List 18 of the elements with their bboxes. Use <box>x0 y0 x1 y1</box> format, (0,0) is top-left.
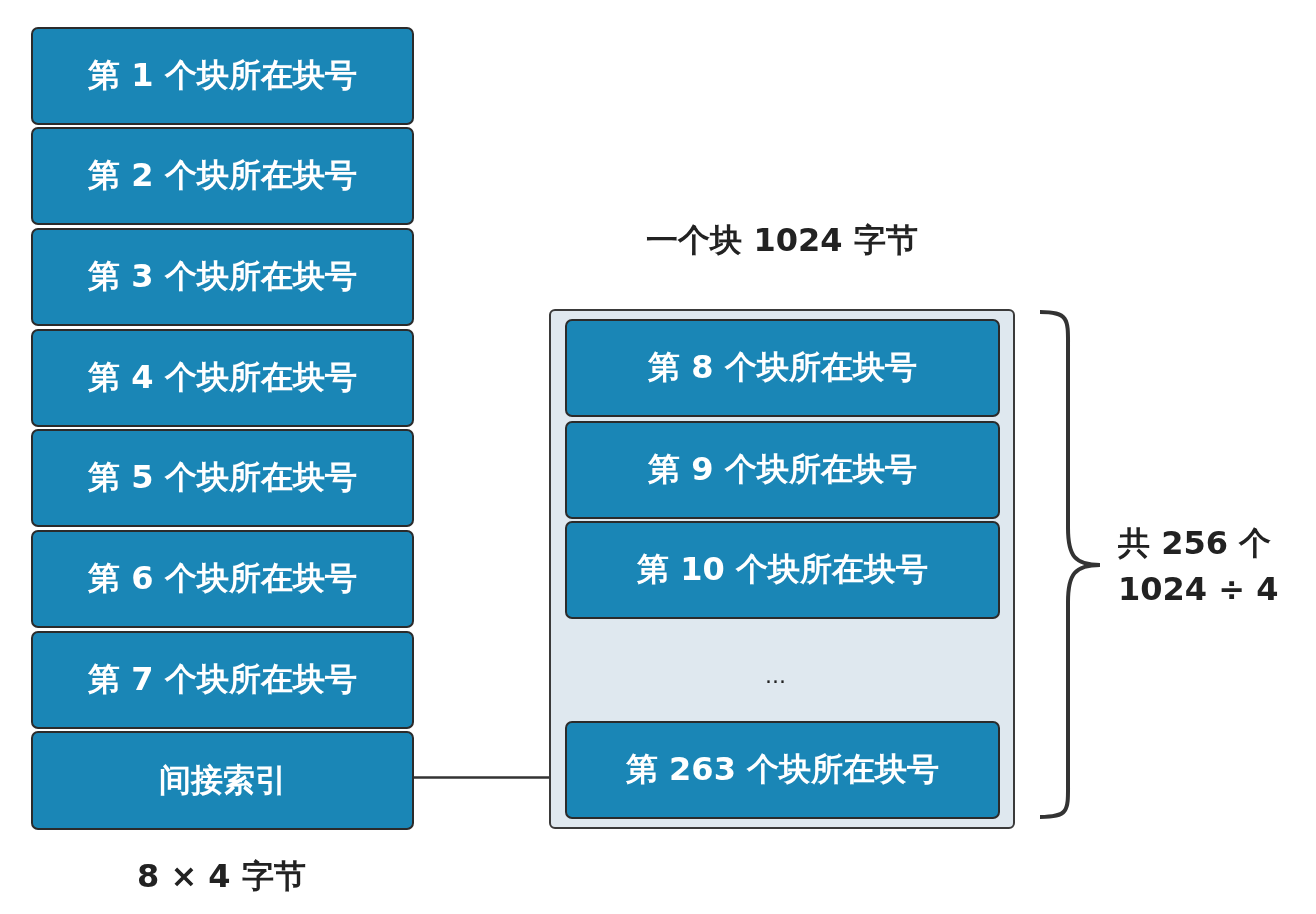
block-number-box: 第 10 个块所在块号 <box>565 521 1000 619</box>
block-number-box: 第 2 个块所在块号 <box>31 127 414 225</box>
block-number-box: 第 4 个块所在块号 <box>31 329 414 427</box>
block-number-box: 第 8 个块所在块号 <box>565 319 1000 417</box>
block-number-box: 第 3 个块所在块号 <box>31 228 414 326</box>
block-number-box: 第 7 个块所在块号 <box>31 631 414 729</box>
block-number-box: 第 9 个块所在块号 <box>565 421 1000 519</box>
block-heading: 一个块 1024 字节 <box>645 220 919 261</box>
block-number-box: 第 1 个块所在块号 <box>31 27 414 125</box>
block-number-box: 第 5 个块所在块号 <box>31 429 414 527</box>
connector-line <box>414 776 549 779</box>
block-number-box: 间接索引 <box>31 731 414 830</box>
note-text: 1024 ÷ 4 <box>1118 570 1279 608</box>
block-number-box: 第 263 个块所在块号 <box>565 721 1000 819</box>
block-number-box: 第 6 个块所在块号 <box>31 530 414 628</box>
note-text: 共 256 个 <box>1118 523 1272 564</box>
note-text: 8 × 4 字节 <box>137 856 306 897</box>
ellipsis-text: ... <box>765 663 786 688</box>
